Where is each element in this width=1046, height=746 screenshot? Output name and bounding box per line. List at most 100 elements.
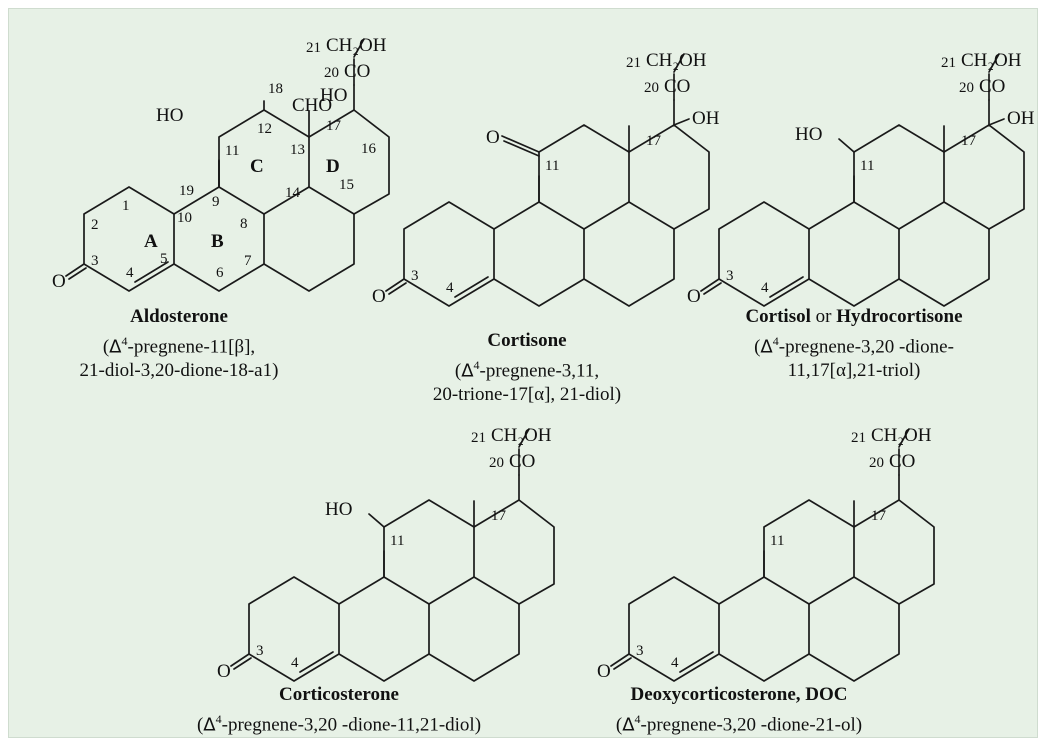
cortisone-oxo11-group: O (486, 127, 500, 148)
locant: 18 (268, 81, 283, 97)
locant: 20 (959, 80, 974, 96)
locant: 4 (671, 655, 679, 671)
cortisone-iupac-1: -pregnene-3,11, (479, 360, 600, 382)
locant: 12 (257, 121, 272, 137)
locant: 3 (411, 268, 419, 284)
doc-oxo-group: O (597, 661, 611, 682)
locant: 21 (471, 430, 486, 446)
cortisone-co-group: CO (664, 76, 690, 97)
locant: 4 (446, 280, 454, 296)
ring-label-a: A (144, 231, 158, 252)
cortisone-oxo-group: O (372, 286, 386, 307)
corticosterone-caption: Corticosterone (Δ4-pregnene-3,20 -dione-… (196, 684, 482, 736)
delta-symbol: Δ (461, 360, 474, 382)
locant: 4 (126, 265, 134, 281)
locant: 3 (91, 253, 99, 269)
locant: 20 (324, 65, 339, 81)
locant: 20 (489, 455, 504, 471)
locant: 21 (306, 40, 321, 56)
locant: 21 (941, 55, 956, 71)
locant: 16 (361, 141, 377, 157)
superscript: 4 (473, 358, 480, 372)
cortisol-iupac-1: -pregnene-3,20 -dione- (778, 336, 954, 358)
delta-symbol: Δ (760, 336, 773, 358)
locant: 9 (212, 194, 220, 210)
delta-symbol: Δ (622, 714, 635, 736)
aldosterone-caption: Aldosterone (Δ4-pregnene-11[β], 21-diol-… (49, 305, 309, 383)
aldosterone-iupac-2: 21-diol-3,20-dione-18-a1) (79, 360, 279, 382)
locant: 17 (646, 133, 662, 149)
cortisol-structure: HO OH CO CH₂OH O 3 4 11 17 20 21 (687, 50, 1035, 307)
superscript: 4 (215, 712, 222, 726)
doc-co-group: CO (889, 451, 915, 472)
aldosterone-ho-group: HO (156, 105, 183, 126)
doc-ch2oh-group: CH₂OH (871, 425, 932, 446)
aldosterone-ho17-group: HO (320, 85, 347, 106)
locant: 4 (291, 655, 299, 671)
locant: 2 (91, 217, 99, 233)
cortisol-oh-group: OH (1007, 108, 1035, 129)
corticosterone-co-group: CO (509, 451, 535, 472)
superscript: 4 (772, 334, 779, 348)
superscript: 4 (634, 712, 641, 726)
locant: 20 (644, 80, 659, 96)
locant: 3 (256, 643, 264, 659)
aldosterone-oxo-group: O (52, 271, 66, 292)
locant: 11 (545, 158, 559, 174)
locant: 21 (626, 55, 641, 71)
ring-label-c: C (250, 156, 264, 177)
doc-name: Deoxycorticosterone, DOC (630, 684, 848, 705)
corticosterone-iupac-1: -pregnene-3,20 -dione-11,21-diol) (221, 714, 482, 736)
locant: 21 (851, 430, 866, 446)
corticosterone-name: Corticosterone (279, 684, 399, 705)
corticosterone-oxo-group: O (217, 661, 231, 682)
locant: 3 (726, 268, 734, 284)
locant: 4 (761, 280, 769, 296)
locant: 8 (240, 216, 248, 232)
locant: 17 (961, 133, 977, 149)
locant: 19 (179, 183, 194, 199)
cortisone-caption: Cortisone (Δ4-pregnene-3,11, 20-trione-1… (377, 329, 677, 407)
aldosterone-ch2oh-group: CH₂OH (326, 35, 387, 56)
aldosterone-name: Aldosterone (130, 306, 228, 327)
corticosterone-ch2oh-group: CH₂OH (491, 425, 552, 446)
doc-iupac-1: -pregnene-3,20 -dione-21-ol) (640, 714, 863, 736)
cortisol-co-group: CO (979, 76, 1005, 97)
corticosterone-structure: HO CO CH₂OH O 3 4 11 17 20 21 (217, 425, 555, 682)
caption-connector: or (810, 306, 837, 327)
aldosterone-co-group: CO (344, 61, 370, 82)
cortisol-oxo-group: O (687, 286, 701, 307)
cortisone-oh-group: OH (692, 108, 720, 129)
locant: 3 (636, 643, 644, 659)
doc-structure: CO CH₂OH O 3 4 11 17 20 21 (597, 425, 935, 682)
locant: 15 (339, 177, 354, 193)
locant: 17 (871, 508, 887, 524)
cortisone-structure: O OH CO CH₂OH O 3 4 11 17 20 21 (372, 50, 720, 307)
locant: 10 (177, 210, 192, 226)
locant: 11 (860, 158, 874, 174)
ring-label-b: B (211, 231, 224, 252)
cortisone-name: Cortisone (487, 330, 567, 351)
hydrocortisone-name: Hydrocortisone (836, 306, 963, 327)
aldosterone-structure: HO CHO HO CO CH₂OH O A B C D 1 2 3 4 5 6… (52, 35, 390, 292)
aldosterone-cho-group: CHO (292, 95, 332, 116)
locant: 14 (285, 185, 301, 201)
cortisol-ch2oh-group: CH₂OH (961, 50, 1022, 71)
locant: 5 (160, 251, 168, 267)
structures-canvas: HO CHO HO CO CH₂OH O A B C D 1 2 3 4 5 6… (52, 35, 1035, 682)
locant: 11 (390, 533, 404, 549)
cortisone-iupac-2: 20-trione-17[α], 21-diol) (432, 384, 622, 406)
locant: 11 (770, 533, 784, 549)
aldosterone-iupac-1: -pregnene-11[β], (127, 336, 256, 358)
locant: 13 (290, 142, 305, 158)
locant: 17 (326, 118, 342, 134)
cortisol-iupac-2: 11,17[α],21-triol) (787, 360, 921, 382)
ring-label-d: D (326, 156, 340, 177)
cortisone-ch2oh-group: CH₂OH (646, 50, 707, 71)
cortisol-ho-group: HO (795, 124, 822, 145)
delta-symbol: Δ (109, 336, 122, 358)
locant: 20 (869, 455, 884, 471)
locant: 1 (122, 198, 130, 214)
locant: 11 (225, 143, 239, 159)
locant: 6 (216, 265, 224, 281)
